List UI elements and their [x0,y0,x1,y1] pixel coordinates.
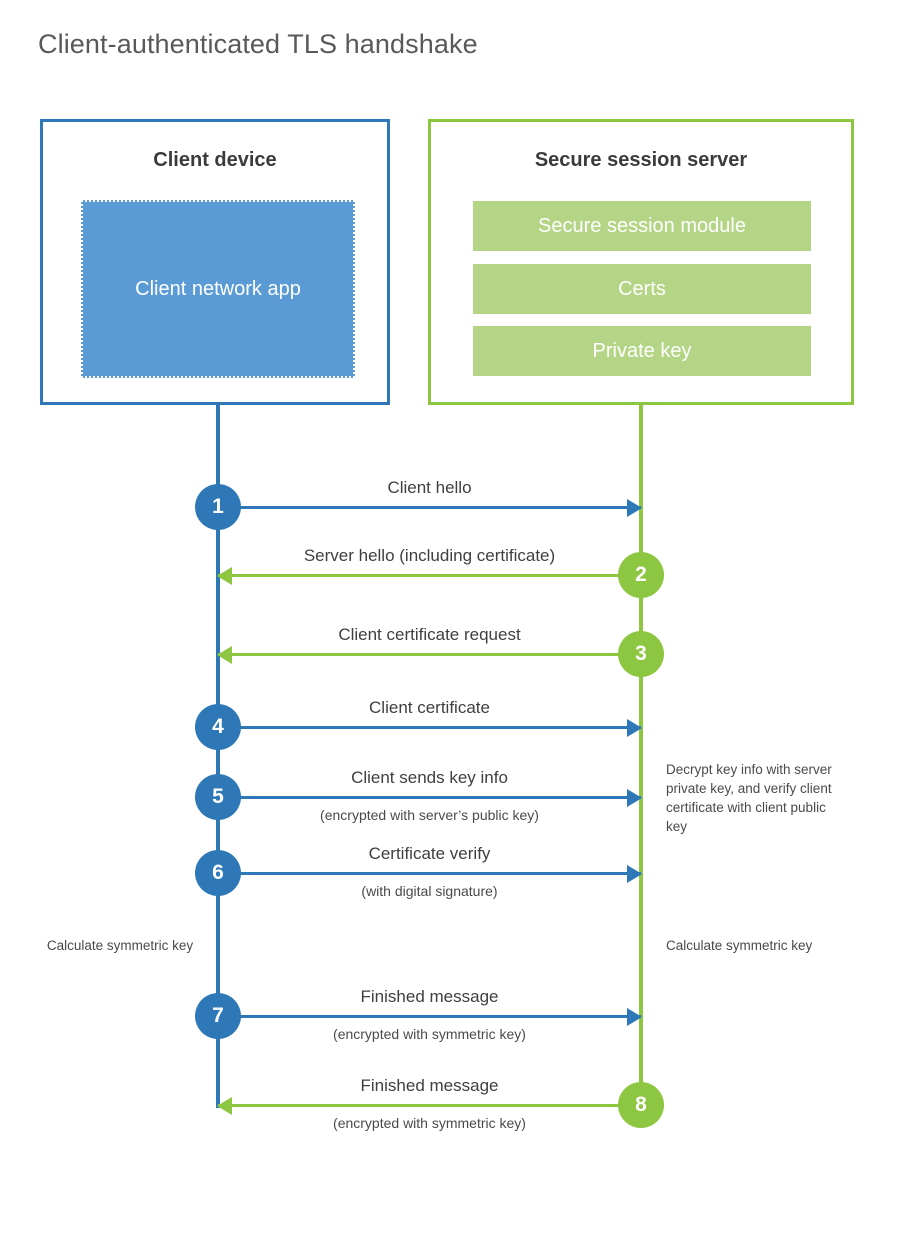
message-line-2 [218,574,641,577]
message-label-3: Client certificate request [338,625,521,644]
secure-session-server-box: Secure session server Secure session mod… [428,119,854,405]
step-circle-6: 6 [195,850,241,896]
note-server-calculate-symmetric-key: Calculate symmetric key [666,938,813,953]
message-sublabel-7: (encrypted with symmetric key) [333,1026,526,1042]
message-line-3 [218,653,641,656]
message-line-6 [218,872,641,875]
step-circle-8: 8 [618,1082,664,1128]
message-label-7: Finished message [360,987,499,1006]
message-label-1: Client hello [387,478,472,497]
message-sublabel-5: (encrypted with server’s public key) [320,807,539,823]
client-lifeline [216,402,220,1108]
secure-session-server-title: Secure session server [534,149,748,171]
arrowhead-right-icon [627,789,642,807]
step-circle-4: 4 [195,704,241,750]
message-sublabel-8: (encrypted with symmetric key) [333,1115,526,1131]
arrowhead-right-icon [627,1008,642,1026]
server-module-certs: Certs [473,264,811,314]
message-label-4: Client certificate [369,698,490,717]
arrowhead-right-icon [627,499,642,517]
message-line-1 [218,506,641,509]
message-line-5 [218,796,641,799]
message-line-7 [218,1015,641,1018]
arrowhead-left-icon [217,1097,232,1115]
arrowhead-left-icon [217,646,232,664]
step-circle-1: 1 [195,484,241,530]
arrowhead-right-icon [627,865,642,883]
message-line-4 [218,726,641,729]
step-circle-5: 5 [195,774,241,820]
step-circle-3: 3 [618,631,664,677]
server-lifeline [639,402,643,1108]
server-module-private-key: Private key [473,326,811,376]
arrowhead-right-icon [627,719,642,737]
client-device-box: Client device Client network app [40,119,390,405]
message-label-8: Finished message [360,1076,499,1095]
client-device-title: Client device [153,149,277,171]
step-circle-2: 2 [618,552,664,598]
message-label-5: Client sends key info [351,768,508,787]
step-circle-7: 7 [195,993,241,1039]
message-line-8 [218,1104,641,1107]
page-title: Client-authenticated TLS handshake [38,29,478,59]
message-sublabel-6: (with digital signature) [361,883,498,899]
note-client-calculate-symmetric-key: Calculate symmetric key [46,938,194,953]
arrowhead-left-icon [217,567,232,585]
message-label-6: Certificate verify [368,844,491,863]
note-server-decrypt: Decrypt key info with server private key… [666,762,832,835]
message-label-2: Server hello (including certificate) [303,546,556,565]
client-network-app-block: Client network app [81,200,355,378]
server-module-secure-session-module: Secure session module [473,201,811,251]
